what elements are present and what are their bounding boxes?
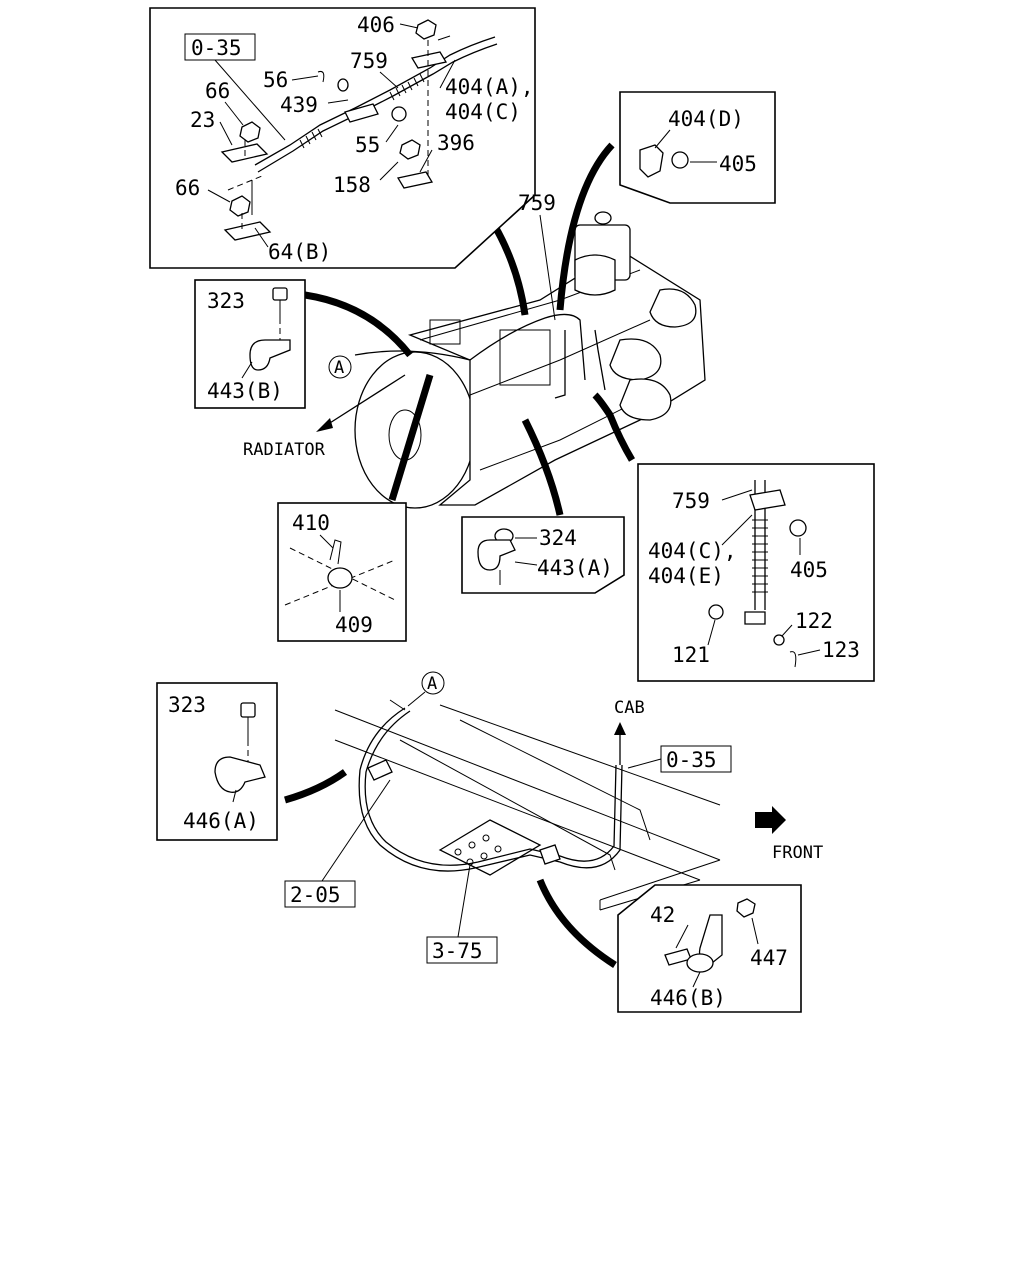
ref-label-3-75: 3-75 xyxy=(432,939,483,963)
label-446a: 446(A) xyxy=(183,809,259,833)
callout-446a: 323 446(A) xyxy=(156,682,278,841)
label-759-engine: 759 xyxy=(518,191,556,215)
label-446b: 446(B) xyxy=(650,986,726,1010)
label-404ce-line2: 404(E) xyxy=(648,564,724,588)
label-64b: 64(B) xyxy=(268,240,331,264)
label-447: 447 xyxy=(750,946,788,970)
label-410: 410 xyxy=(292,511,330,535)
label-56: 56 xyxy=(263,68,288,92)
label-405-upper: 405 xyxy=(719,152,757,176)
label-323-lower: 323 xyxy=(168,693,206,717)
engine-labels: 759 A RADIATOR xyxy=(243,191,556,460)
marker-a-frame: A xyxy=(427,674,437,694)
label-404ac-line2: 404(C) xyxy=(445,100,521,124)
label-323-upper: 323 xyxy=(207,289,245,313)
label-23: 23 xyxy=(190,108,215,132)
callout-443b: 323 443(B) xyxy=(194,279,306,409)
label-406: 406 xyxy=(357,13,395,37)
ref-label-2-05: 2-05 xyxy=(290,883,341,907)
callout-top-cable: 0-35 4 xyxy=(149,7,536,269)
callout-443a: 324 443(A) xyxy=(461,516,625,594)
ref-label-0-35: 0-35 xyxy=(191,36,242,60)
label-404ac-line1: 404(A), xyxy=(445,75,534,99)
label-409: 409 xyxy=(335,613,373,637)
label-396: 396 xyxy=(437,131,475,155)
label-443a: 443(A) xyxy=(537,556,613,580)
engine-illustration xyxy=(316,211,706,509)
label-123: 123 xyxy=(822,638,860,662)
callout-right-cable: 759 404(C), 404(E) 405 122 121 123 xyxy=(637,463,875,682)
callout-404d: 404(D) 405 xyxy=(619,91,776,204)
label-439: 439 xyxy=(280,93,318,117)
leader-bands xyxy=(284,142,636,968)
label-759-right: 759 xyxy=(672,489,710,513)
callout-409: 410 409 xyxy=(277,502,407,642)
label-cab: CAB xyxy=(614,698,645,718)
label-122: 122 xyxy=(795,609,833,633)
marker-a-engine: A xyxy=(334,358,344,378)
label-404d: 404(D) xyxy=(668,107,744,131)
label-55: 55 xyxy=(355,133,380,157)
label-front: FRONT xyxy=(772,843,823,863)
label-121: 121 xyxy=(672,643,710,667)
ref-label-0-35-frame: 0-35 xyxy=(666,748,717,772)
label-66-upper: 66 xyxy=(205,79,230,103)
label-404ce-line1: 404(C), xyxy=(648,539,737,563)
label-66-lower: 66 xyxy=(175,176,200,200)
label-radiator: RADIATOR xyxy=(243,440,326,460)
chassis-frame: A CAB 0-35 FRONT 2-05 3-75 xyxy=(284,671,823,964)
label-443b: 443(B) xyxy=(207,379,283,403)
label-405-right: 405 xyxy=(790,558,828,582)
label-759: 759 xyxy=(350,49,388,73)
label-158: 158 xyxy=(333,173,371,197)
label-324: 324 xyxy=(539,526,577,550)
label-42: 42 xyxy=(650,903,675,927)
callout-446b: 42 447 446(B) xyxy=(617,884,802,1013)
